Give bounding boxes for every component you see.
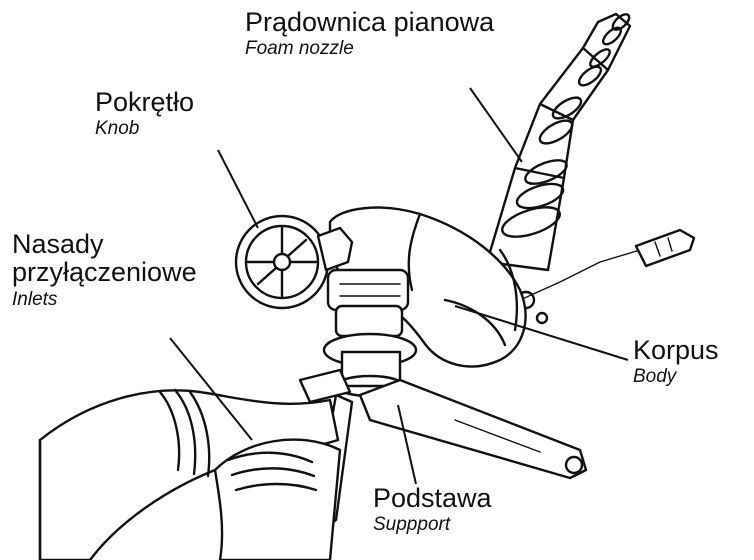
body-label-polish: Korpus [633, 336, 719, 364]
inlets-drawing [40, 390, 340, 560]
knob-leader-line [218, 150, 258, 228]
support-label: Podstawa Suppport [373, 484, 492, 535]
inlets-label-english: Inlets [12, 290, 197, 310]
knob-label-polish: Pokrętło [95, 88, 194, 116]
knob-label: Pokrętło Knob [95, 88, 194, 139]
nozzle-label-english: Foam nozzle [245, 39, 494, 59]
nozzle-leader-line [470, 88, 522, 162]
nozzle-label-polish: Prądownica pianowa [245, 8, 494, 36]
support-label-polish: Podstawa [373, 484, 492, 512]
inlets-label-polish-line1: Nasady [12, 230, 197, 258]
knob-label-english: Knob [95, 119, 194, 139]
inlets-label-polish-line2: przyłączeniowe [12, 258, 197, 286]
inlets-label: Nasady przyłączeniowe Inlets [12, 230, 197, 310]
support-label-english: Suppport [373, 515, 492, 535]
body-label-english: Body [633, 367, 719, 387]
foam-nozzle-drawing [487, 12, 632, 270]
nozzle-label: Prądownica pianowa Foam nozzle [245, 8, 494, 59]
body-label: Korpus Body [633, 336, 719, 387]
